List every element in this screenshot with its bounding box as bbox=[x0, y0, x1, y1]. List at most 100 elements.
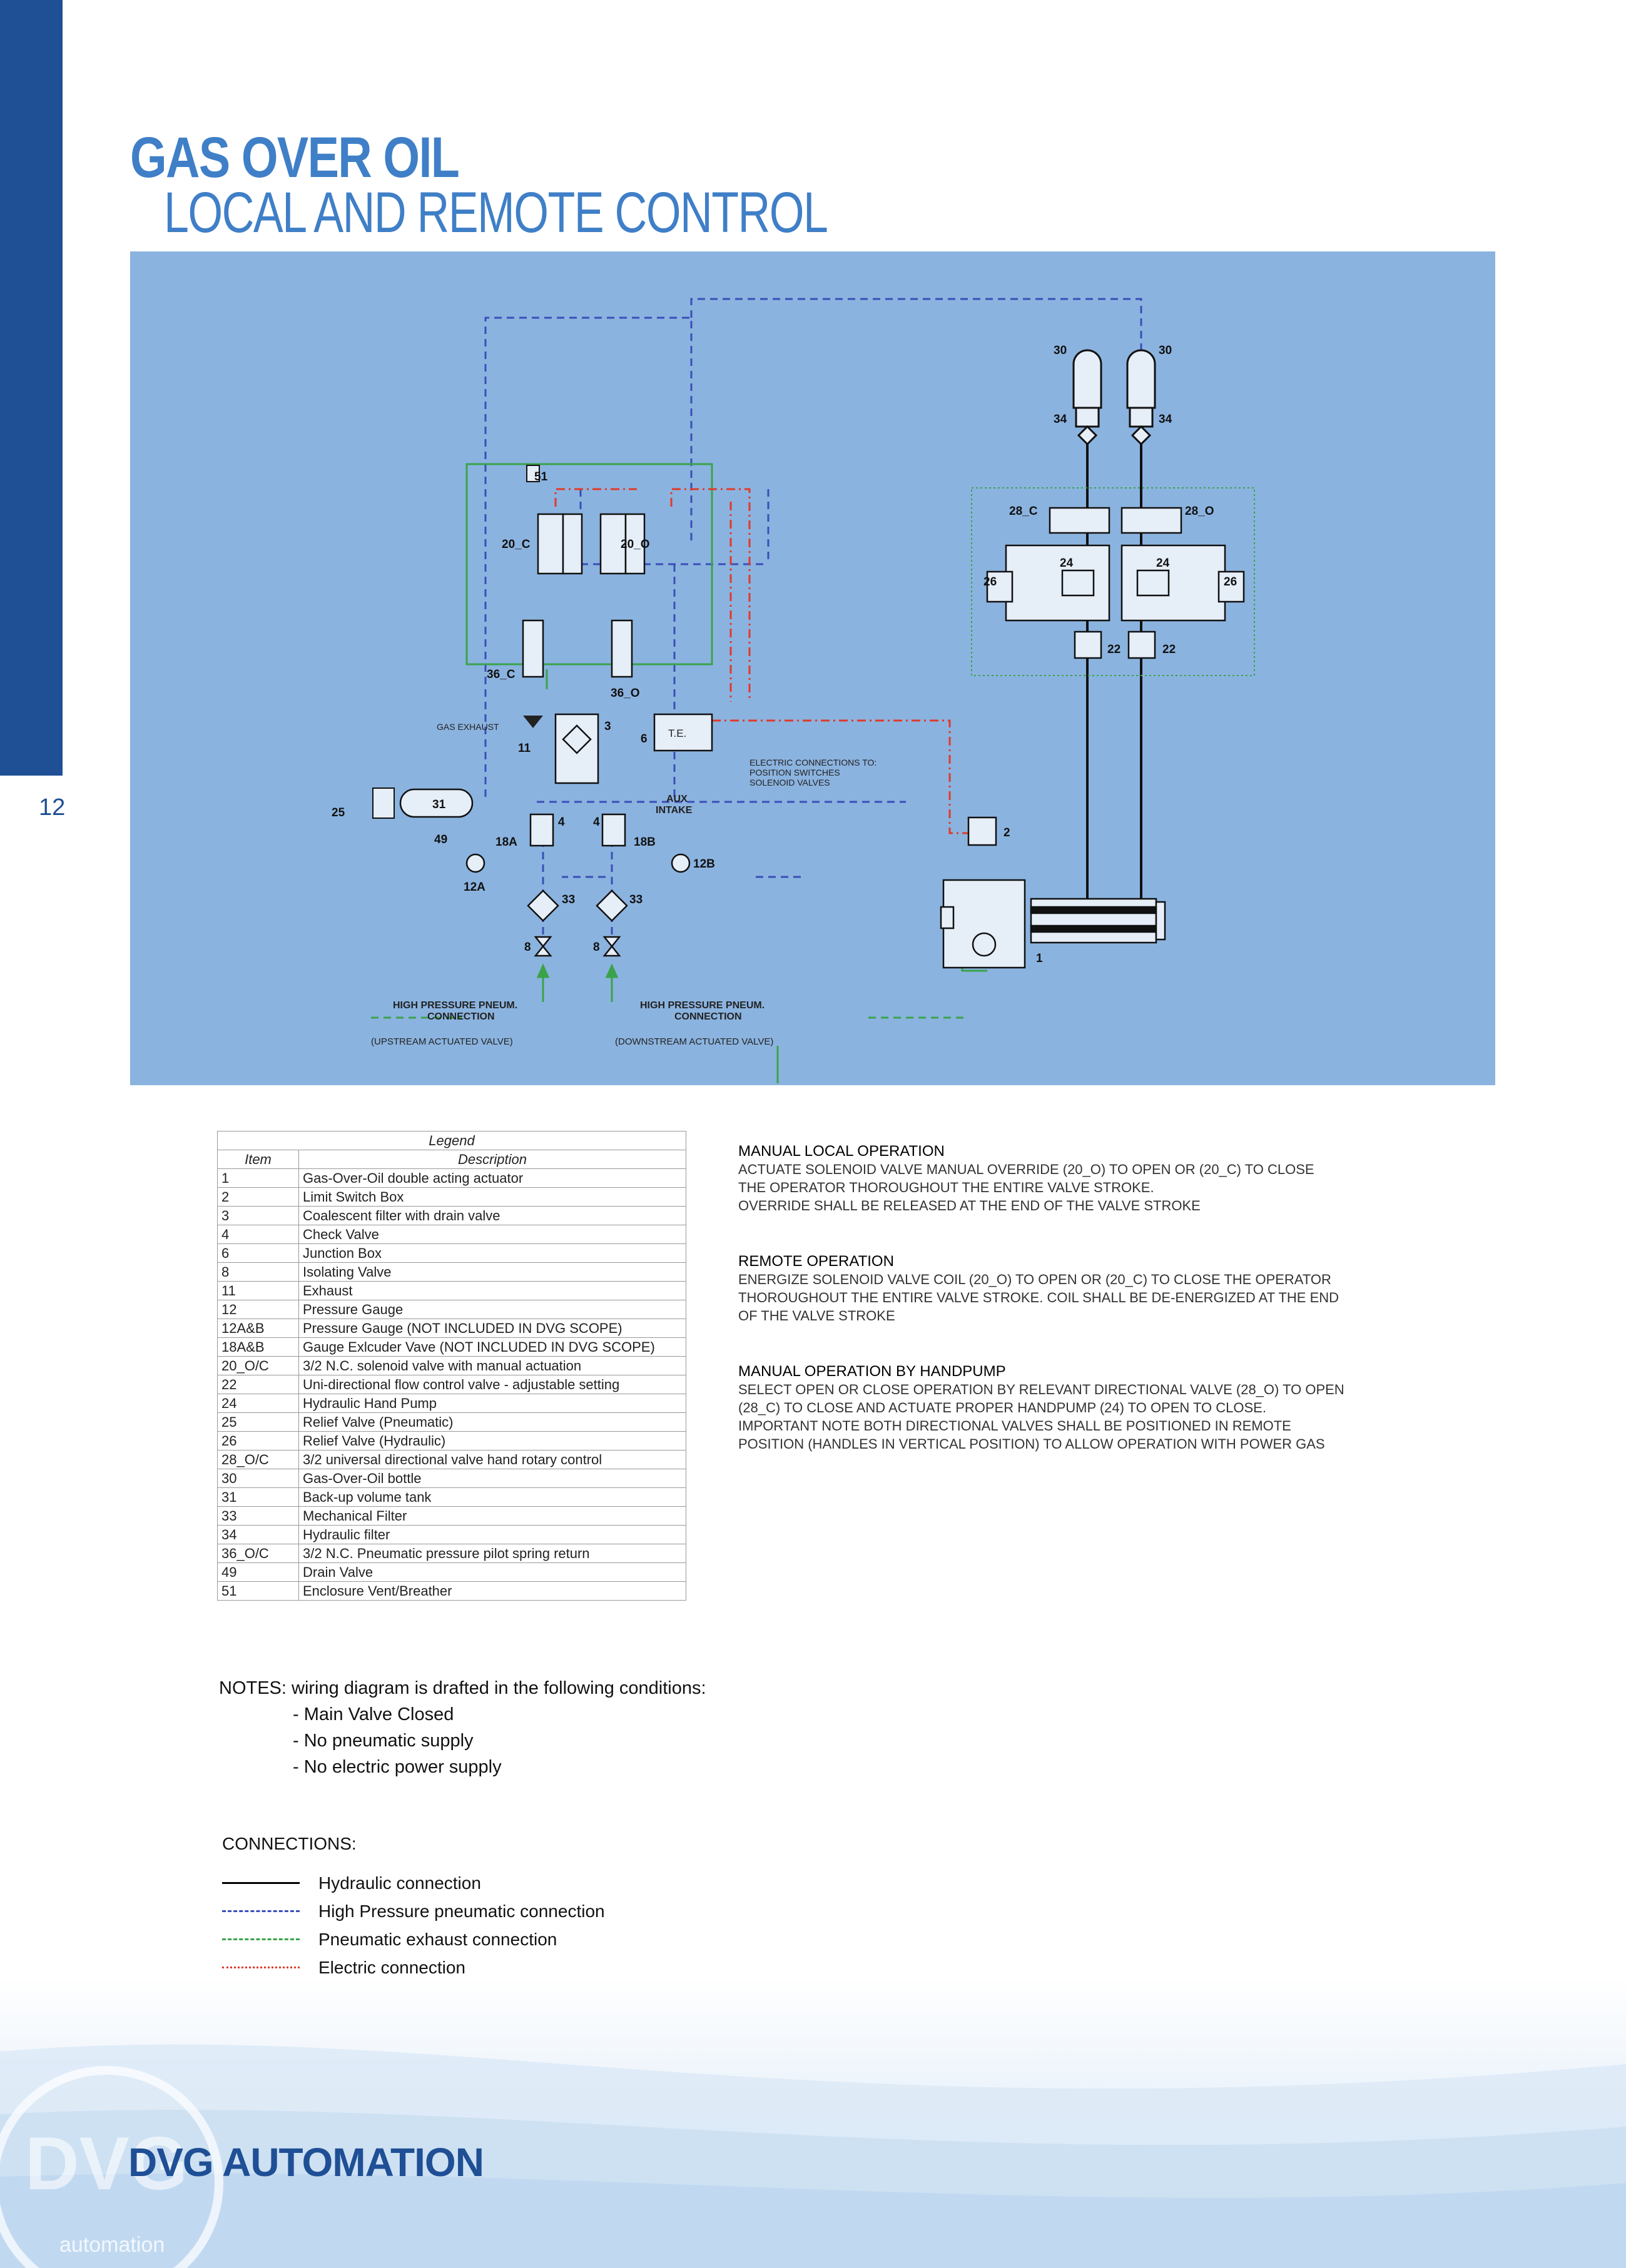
legend-item-id: 4 bbox=[217, 1225, 299, 1244]
legend-item-desc: Limit Switch Box bbox=[298, 1187, 686, 1207]
logo-text: DVG bbox=[25, 2122, 188, 2205]
svg-text:20_O: 20_O bbox=[621, 538, 649, 551]
legend-item-desc: Exhaust bbox=[298, 1281, 686, 1300]
check-valves-4 bbox=[529, 813, 626, 847]
limit-switch-box-2 bbox=[967, 816, 997, 846]
svg-text:(UPSTREAM ACTUATED VALVE): (UPSTREAM ACTUATED VALVE) bbox=[371, 1036, 513, 1047]
connection-row: Electric connection bbox=[222, 1953, 605, 1982]
legend-item-desc: Pressure Gauge (NOT INCLUDED IN DVG SCOP… bbox=[298, 1319, 686, 1338]
vent-51 bbox=[526, 465, 540, 482]
notes: NOTES: wiring diagram is drafted in the … bbox=[219, 1675, 706, 1780]
legend-item-id: 28_O/C bbox=[217, 1450, 299, 1469]
hand-pumps-24 bbox=[1005, 544, 1226, 622]
backup-tank-31 bbox=[399, 788, 474, 818]
svg-text:4: 4 bbox=[593, 816, 600, 829]
page-title: GAS OVER OIL bbox=[130, 126, 460, 190]
operation-line: OVERRIDE SHALL BE RELEASED AT THE END OF… bbox=[738, 1198, 1201, 1213]
legend-item-desc: 3/2 N.C. solenoid valve with manual actu… bbox=[298, 1356, 686, 1375]
connection-label: High Pressure pneumatic connection bbox=[318, 1901, 605, 1921]
brand-name: DVG AUTOMATION bbox=[128, 2140, 484, 2185]
relief-valves-26 bbox=[986, 570, 1245, 603]
operation-heading: MANUAL OPERATION BY HANDPUMP bbox=[738, 1363, 1006, 1380]
operation-line: ENERGIZE SOLENOID VALVE COIL (20_O) TO O… bbox=[738, 1272, 1331, 1287]
connection-swatch bbox=[222, 1938, 300, 1940]
svg-text:18A: 18A bbox=[495, 836, 517, 849]
legend-item-id: 22 bbox=[217, 1375, 299, 1394]
svg-text:6: 6 bbox=[641, 732, 648, 746]
svg-text:24: 24 bbox=[1156, 557, 1170, 570]
legend-item-desc: Check Valve bbox=[298, 1225, 686, 1244]
svg-text:INTAKE: INTAKE bbox=[656, 805, 693, 816]
mechanical-filters-33 bbox=[527, 889, 628, 922]
svg-text:36_O: 36_O bbox=[611, 687, 639, 700]
svg-text:49: 49 bbox=[434, 833, 447, 846]
svg-text:4: 4 bbox=[558, 816, 565, 829]
connection-label: Hydraulic connection bbox=[318, 1873, 481, 1893]
legend-item-desc: Isolating Valve bbox=[298, 1262, 686, 1282]
svg-text:HIGH PRESSURE PNEUM.: HIGH PRESSURE PNEUM. bbox=[640, 1000, 765, 1011]
legend-item-desc: 3/2 universal directional valve hand rot… bbox=[298, 1450, 686, 1469]
legend-item-id: 8 bbox=[217, 1262, 299, 1282]
legend-item-id: 3 bbox=[217, 1206, 299, 1225]
connection-row: Pneumatic exhaust connection bbox=[222, 1925, 605, 1953]
legend-item-id: 1 bbox=[217, 1168, 299, 1188]
legend-item-id: 36_O/C bbox=[217, 1544, 299, 1563]
operation-line: THE OPERATOR THOROUGHOUT THE ENTIRE VALV… bbox=[738, 1180, 1154, 1195]
svg-text:22: 22 bbox=[1107, 643, 1120, 656]
legend-item-desc: Gas-Over-Oil bottle bbox=[298, 1469, 686, 1488]
diagram-labels: 51 20_C 20_O 36_C 36_O 3 6 11 T.E. GAS E… bbox=[332, 344, 1237, 1047]
solenoid-valves-20 bbox=[537, 513, 646, 575]
svg-text:28_O: 28_O bbox=[1185, 505, 1214, 518]
svg-text:ELECTRIC CONNECTIONS TO:: ELECTRIC CONNECTIONS TO: bbox=[749, 757, 877, 767]
svg-text:34: 34 bbox=[1159, 413, 1172, 426]
side-bar bbox=[0, 0, 63, 776]
legend-item-id: 18A&B bbox=[217, 1337, 299, 1357]
svg-text:36_C: 36_C bbox=[487, 668, 516, 681]
legend-item-desc: Hydraulic Hand Pump bbox=[298, 1394, 686, 1413]
relief-valve-25 bbox=[372, 787, 395, 819]
legend-item-id: 24 bbox=[217, 1394, 299, 1413]
directional-valves-28 bbox=[1049, 507, 1182, 534]
notes-heading: NOTES: wiring diagram is drafted in the … bbox=[219, 1678, 706, 1698]
note-item: - No pneumatic supply bbox=[293, 1731, 474, 1751]
operation-heading: MANUAL LOCAL OPERATION bbox=[738, 1143, 945, 1160]
svg-text:26: 26 bbox=[983, 575, 997, 589]
legend-item-id: 6 bbox=[217, 1243, 299, 1263]
operation-line: (28_C) TO CLOSE AND ACTUATE PROPER HANDP… bbox=[738, 1400, 1266, 1415]
svg-text:12B: 12B bbox=[693, 858, 715, 871]
svg-text:34: 34 bbox=[1054, 413, 1067, 426]
legend-item-desc: Uni-directional flow control valve - adj… bbox=[298, 1375, 686, 1394]
legend-item-id: 12A&B bbox=[217, 1319, 299, 1338]
legend-item-desc: Junction Box bbox=[298, 1243, 686, 1263]
svg-text:24: 24 bbox=[1060, 557, 1074, 570]
legend-item-desc: Relief Valve (Pneumatic) bbox=[298, 1412, 686, 1432]
electric-lines bbox=[554, 488, 975, 834]
page-subtitle: LOCAL AND REMOTE CONTROL bbox=[164, 181, 828, 245]
svg-text:28_C: 28_C bbox=[1009, 505, 1038, 518]
legend-item-desc: Mechanical Filter bbox=[298, 1506, 686, 1526]
svg-text:CONNECTION: CONNECTION bbox=[674, 1011, 742, 1022]
legend-item-desc: Drain Valve bbox=[298, 1562, 686, 1582]
svg-text:1: 1 bbox=[1036, 952, 1043, 965]
schematic-svg: 51 20_C 20_O 36_C 36_O 3 6 11 T.E. GAS E… bbox=[332, 298, 1255, 1083]
legend-item-desc: Back-up volume tank bbox=[298, 1487, 686, 1507]
gas-bottles-30 bbox=[1072, 349, 1156, 428]
connection-swatch bbox=[222, 1882, 300, 1884]
svg-text:31: 31 bbox=[432, 798, 446, 811]
